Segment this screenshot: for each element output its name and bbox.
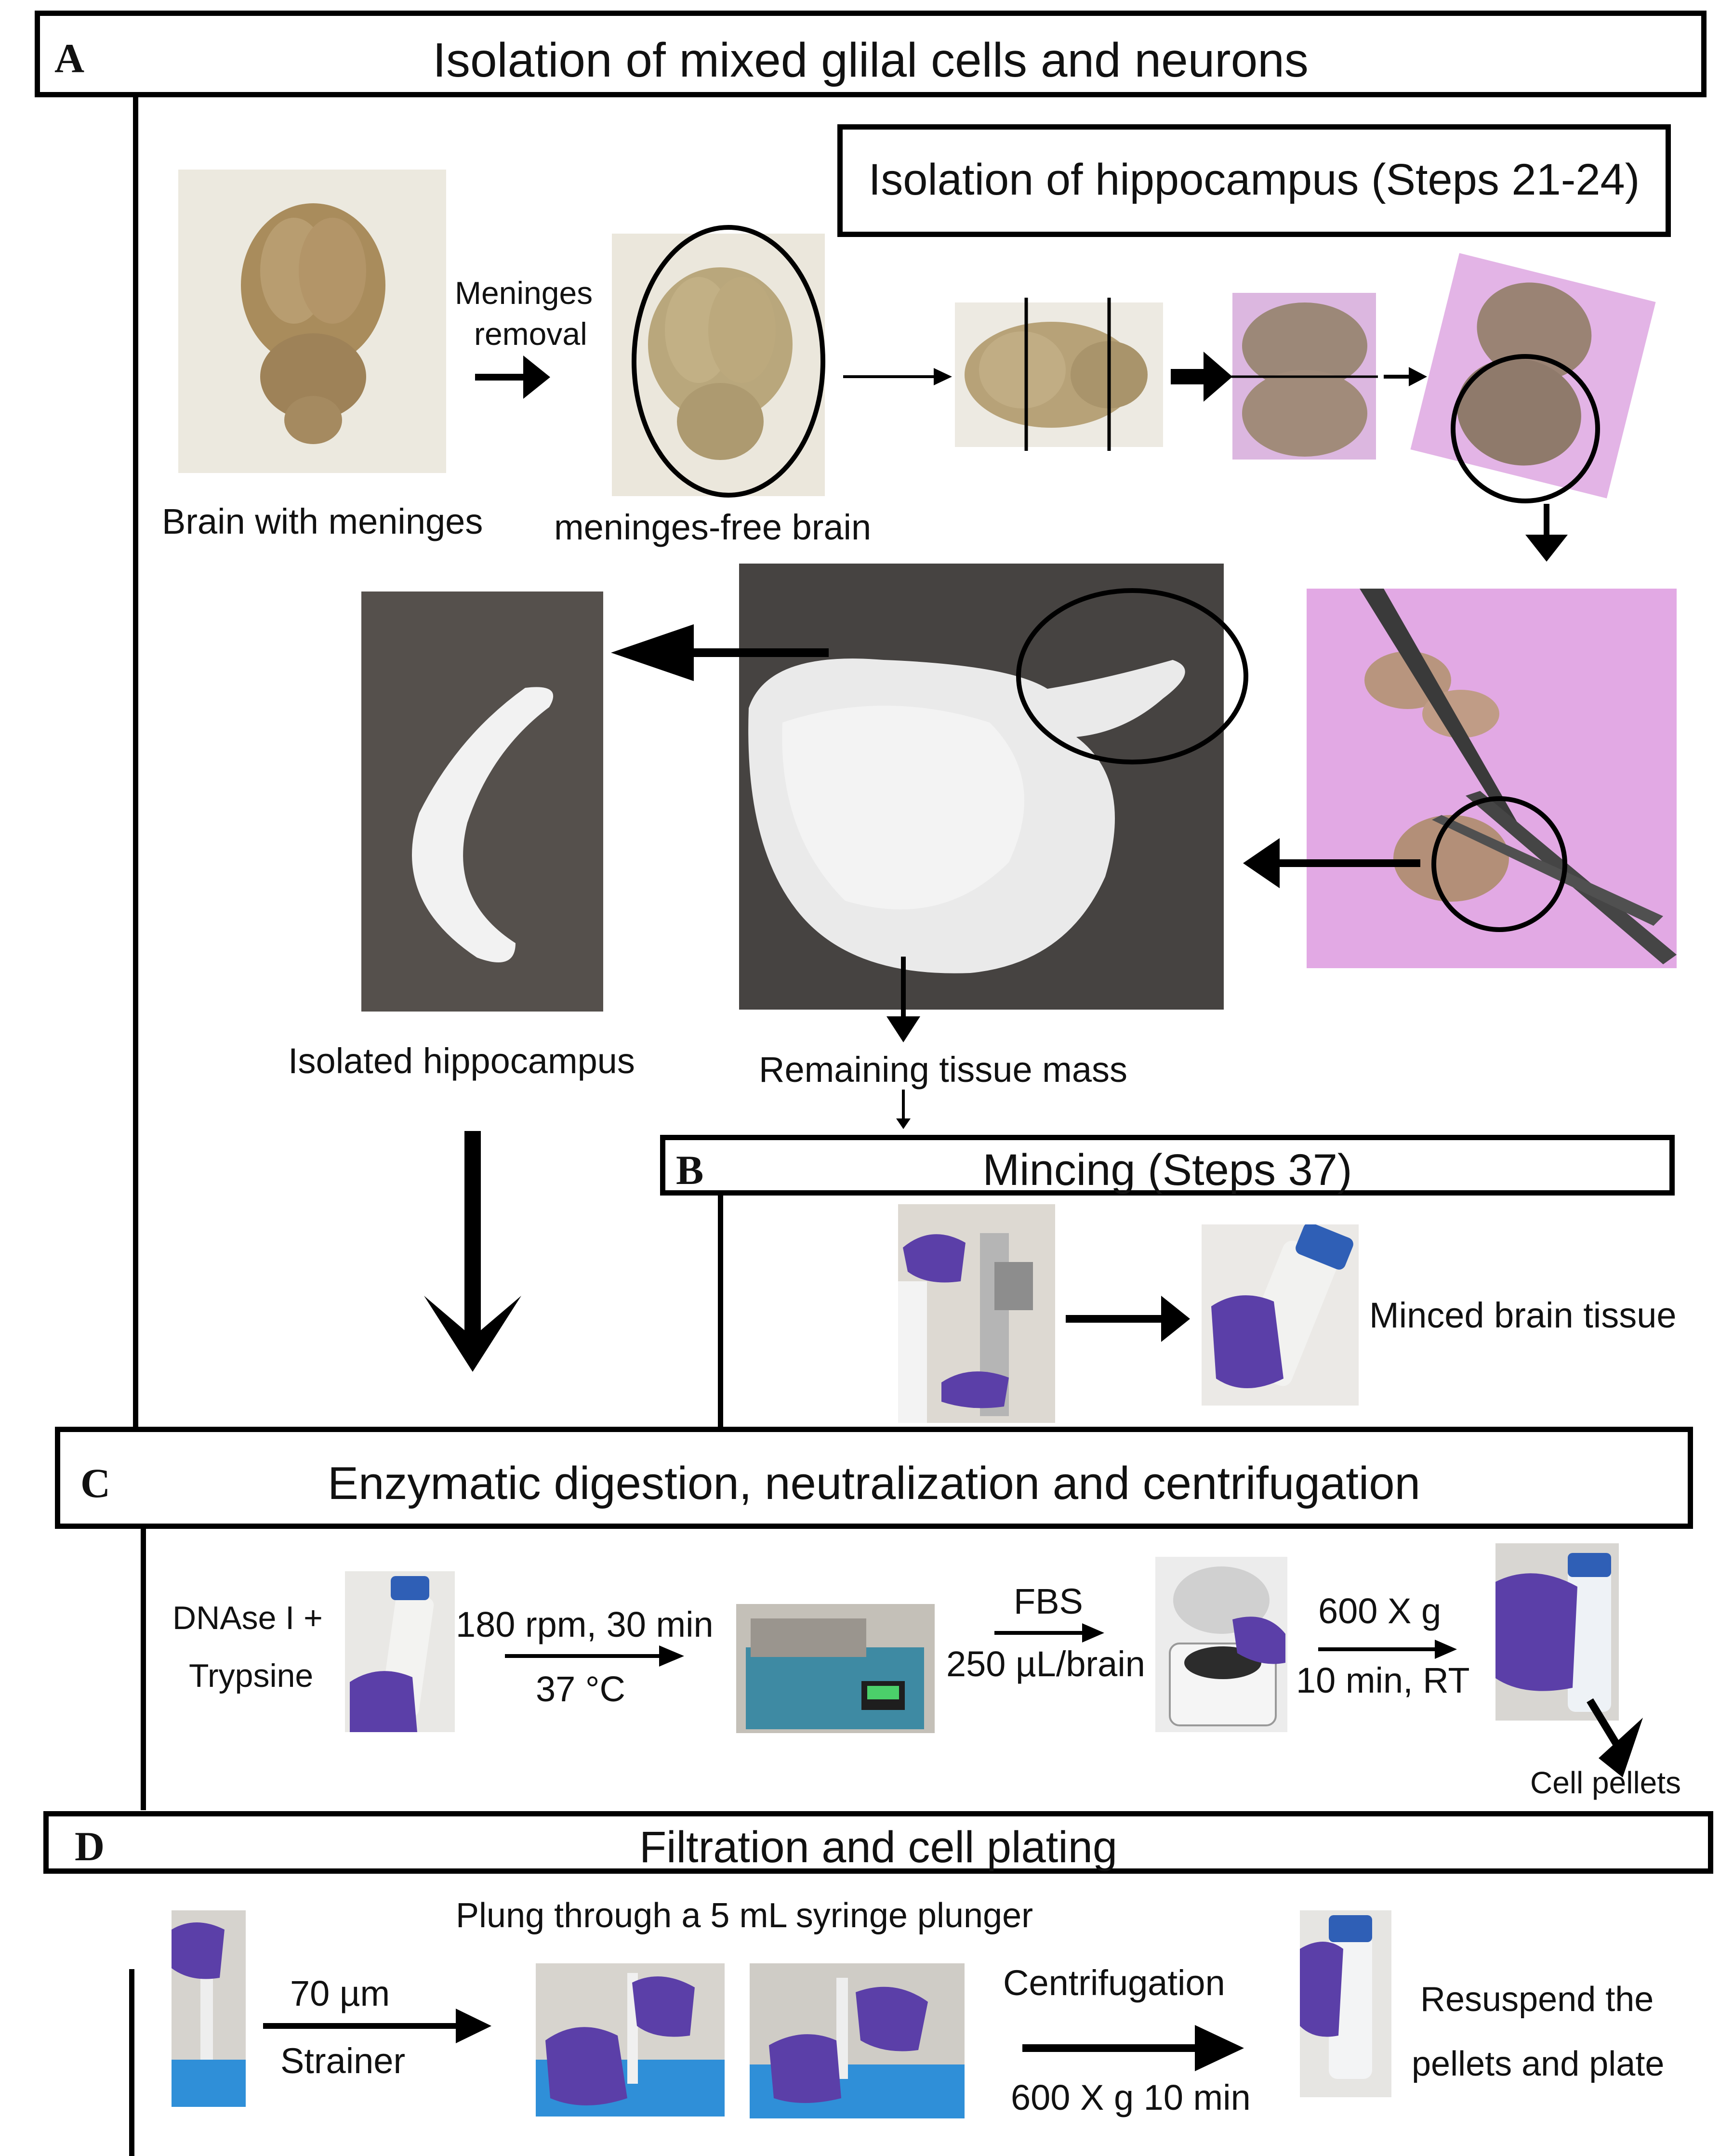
to-tissue-arrow-head (1243, 838, 1280, 888)
section-b-connector-line (718, 1191, 723, 1435)
enzyme-tube-photo (345, 1571, 455, 1732)
centrifugation-arrow-head (1195, 2025, 1244, 2071)
meninges-free-brain-label: meninges-free brain (554, 507, 872, 547)
hippocampus-region-circle (1451, 354, 1600, 503)
fbs-volume-label: 250 µL/brain (946, 1644, 1145, 1684)
spin-arrow-head (1435, 1640, 1457, 1659)
forceps-dissection-photo (1307, 589, 1677, 968)
to-mincing-arrow-head (896, 1118, 911, 1129)
mincing-arrow-shaft (1066, 1315, 1167, 1323)
cell-pellets-arrow-shaft (1587, 1698, 1623, 1752)
to-hippocampus-arrow-shaft (684, 648, 829, 657)
to-cut-brain-arrow-head (934, 368, 952, 385)
section-a-letter: A (54, 35, 85, 81)
plunger-note-label: Plung through a 5 mL syringe plunger (456, 1896, 1033, 1935)
forceps-tissue-circle (1431, 796, 1567, 932)
strainer-arrow-shaft (263, 2023, 465, 2029)
section-c-connector-line (141, 1526, 146, 1810)
centrifuge-photo (1155, 1557, 1287, 1732)
fbs-arrow-shaft (994, 1631, 1086, 1635)
centrifuge-speed-label: 600 X g (1318, 1591, 1442, 1631)
resuspend-label-1: Resuspend the (1420, 1980, 1654, 2019)
section-a-header: A Isolation of mixed glilal cells and ne… (35, 11, 1707, 97)
centrifugation-params-label: 600 X g 10 min (1011, 2077, 1251, 2117)
shaker-settings-bottom: 37 °C (536, 1669, 625, 1709)
to-tissue-arrow-shaft (1275, 859, 1420, 867)
cell-pellets-arrow-head (1599, 1718, 1643, 1777)
brain-with-meninges-photo (178, 170, 446, 473)
fbs-arrow-head (1082, 1623, 1104, 1643)
isolated-hippocampus-label: Isolated hippocampus (288, 1041, 635, 1081)
to-forceps-arrow-shaft (1544, 504, 1549, 542)
section-d-title: Filtration and cell plating (639, 1823, 1118, 1872)
brain-coronal-cuts-photo (955, 302, 1163, 447)
mincing-microscope-photo (898, 1204, 1055, 1423)
to-forceps-arrow-head (1525, 535, 1568, 562)
brain-hemisphere-photo (1410, 253, 1656, 499)
hippocampus-step-title: Isolation of hippocampus (Steps 21-24) (868, 155, 1640, 204)
to-hippocampus-arrow-head (611, 624, 694, 681)
centrifugation-label: Centrifugation (1003, 1963, 1225, 2003)
section-d-header: D Filtration and cell plating (43, 1811, 1713, 1874)
to-digestion-arrow-shaft (464, 1131, 481, 1353)
spin-arrow-shaft (1318, 1647, 1439, 1651)
minced-tissue-tube-photo (1202, 1224, 1359, 1406)
meninges-free-brain-photo (612, 234, 825, 496)
tissue-down-arrow-shaft (901, 957, 906, 1022)
resuspend-label-2: pellets and plate (1412, 2045, 1665, 2083)
water-bath-photo (736, 1604, 935, 1733)
shaker-arrow-head (659, 1645, 684, 1667)
hippocampus-dissected-circle (1016, 588, 1248, 764)
mincing-arrow-head (1161, 1296, 1190, 1342)
strainer-pipette-photo (172, 1910, 246, 2107)
meninges-removal-label-1: Meninges (455, 275, 593, 311)
plunging-photo-1 (536, 1963, 725, 2117)
strainer-label: Strainer (280, 2041, 406, 2081)
shaker-settings-top: 180 rpm, 30 min (456, 1604, 714, 1644)
section-b-title: Mincing (Steps 37) (982, 1145, 1352, 1195)
meninges-removal-arrow-head (523, 355, 550, 399)
to-mincing-arrow-shaft (902, 1090, 905, 1124)
fbs-label: FBS (1014, 1581, 1083, 1621)
plunging-photo-2 (750, 1963, 965, 2118)
strainer-arrow-head (456, 2009, 491, 2043)
section-a-connector-line (133, 96, 138, 1435)
meninges-removal-label-2: removal (474, 316, 587, 352)
remaining-tissue-photo (739, 564, 1224, 1010)
cell-pellets-label: Cell pellets (1530, 1765, 1681, 1800)
section-c-header: C Enzymatic digestion, neutralization an… (55, 1427, 1693, 1529)
cell-pellet-tube-photo (1495, 1543, 1619, 1721)
to-digestion-arrow-head (424, 1296, 521, 1372)
section-b-header: B Mincing (Steps 37) (660, 1135, 1675, 1196)
strainer-size-label: 70 µm (290, 1973, 390, 2013)
section-d-connector-line (129, 1969, 134, 2156)
enzymes-label-1: DNAse I + (172, 1600, 323, 1636)
minced-brain-tissue-label: Minced brain tissue (1369, 1295, 1677, 1335)
enzymes-label-2: Trypsine (189, 1657, 314, 1694)
section-c-title: Enzymatic digestion, neutralization and … (328, 1458, 1420, 1509)
centrifuge-time-label: 10 min, RT (1296, 1660, 1470, 1700)
section-a-title: Isolation of mixed glilal cells and neur… (433, 33, 1309, 87)
to-halves-arrow-shaft (1171, 369, 1206, 384)
brain-with-meninges-label: Brain with meninges (162, 501, 483, 541)
meninges-removal-arrow-shaft (475, 374, 530, 381)
hippocampus-step-box: Isolation of hippocampus (Steps 21-24) (837, 124, 1671, 237)
meninges-free-highlight-circle (632, 225, 825, 498)
final-tube-photo (1300, 1910, 1391, 2097)
shaker-arrow-shaft (505, 1654, 664, 1658)
tissue-down-arrow-head (886, 1016, 920, 1042)
section-d-letter: D (75, 1823, 105, 1869)
centrifugation-arrow-shaft (1022, 2044, 1205, 2052)
section-b-letter: B (676, 1147, 704, 1193)
isolated-hippocampus-photo (361, 592, 603, 1012)
to-halves-arrow-head (1204, 352, 1232, 402)
section-c-letter: C (80, 1460, 111, 1506)
to-hemisphere-arrow-head (1409, 367, 1427, 386)
remaining-tissue-mass-label: Remaining tissue mass (759, 1050, 1127, 1090)
